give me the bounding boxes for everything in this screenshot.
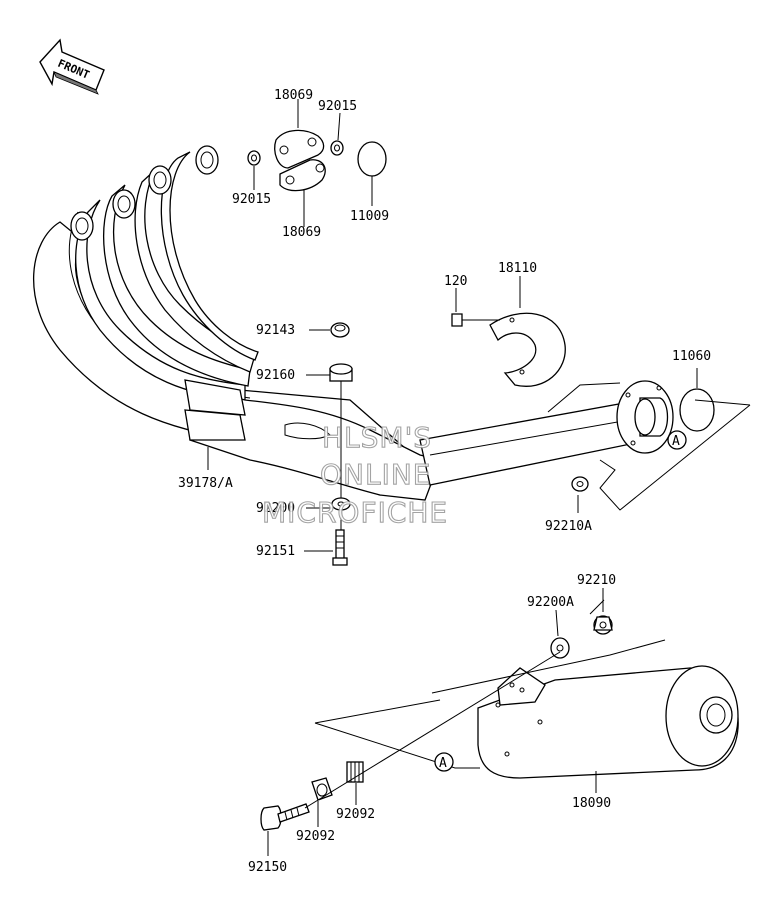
label-92092-right: 92092 <box>336 807 375 822</box>
part-labels: 18069 92015 92015 18069 11009 120 18110 … <box>178 88 711 875</box>
muffler-18090 <box>477 665 739 779</box>
label-92210A: 92210A <box>545 519 592 534</box>
nut-92015-top <box>330 140 344 156</box>
collar-92092-left <box>311 777 333 801</box>
damper-92160 <box>329 363 353 382</box>
exhaust-header-pipes <box>32 145 651 501</box>
label-92015-left: 92015 <box>232 192 271 207</box>
label-11060: 11060 <box>672 349 711 364</box>
watermark-line-2: ONLINE <box>320 458 431 491</box>
label-18110: 18110 <box>498 261 537 276</box>
svg-text:A: A <box>439 756 447 771</box>
label-92143: 92143 <box>256 323 295 338</box>
label-92160: 92160 <box>256 368 295 383</box>
bolt-92151 <box>332 529 348 566</box>
damper-92143 <box>330 322 350 338</box>
callout-a-upper: A <box>667 430 687 450</box>
label-39178A: 39178/A <box>178 476 233 491</box>
label-18069-bottom: 18069 <box>282 225 321 240</box>
label-18069-top: 18069 <box>274 88 313 103</box>
washer-92200A <box>550 637 570 659</box>
gasket-11060 <box>679 388 715 432</box>
leader-lines <box>207 99 698 856</box>
collar-92092-right <box>346 761 364 783</box>
label-92200: 92200 <box>256 501 295 516</box>
watermark: HLSM'S ONLINE MICROFICHE <box>261 420 448 529</box>
callout-a-lower: A <box>434 752 454 772</box>
front-arrow-icon: FRONT <box>39 38 105 95</box>
nut-92210A <box>571 476 589 492</box>
pipe-flange <box>616 380 674 454</box>
label-92151: 92151 <box>256 544 295 559</box>
svg-text:A: A <box>672 434 680 449</box>
label-92210: 92210 <box>577 573 616 588</box>
heat-guard-18110 <box>489 312 566 387</box>
label-120: 120 <box>444 274 467 289</box>
label-92150: 92150 <box>248 860 287 875</box>
nut-92210 <box>593 615 613 635</box>
watermark-line-1: HLSM'S <box>322 421 432 454</box>
label-92092-left: 92092 <box>296 829 335 844</box>
gasket-11009 <box>357 141 387 177</box>
watermark-line-3: MICROFICHE <box>262 496 448 529</box>
label-11009: 11009 <box>350 209 389 224</box>
label-92015-top: 92015 <box>318 99 357 114</box>
clamp-18069 <box>274 129 326 192</box>
bolt-120 <box>451 313 500 327</box>
bolt-92150 <box>260 803 310 831</box>
nut-92015-left <box>247 150 261 166</box>
label-92200A: 92200A <box>527 595 574 610</box>
label-18090: 18090 <box>572 796 611 811</box>
